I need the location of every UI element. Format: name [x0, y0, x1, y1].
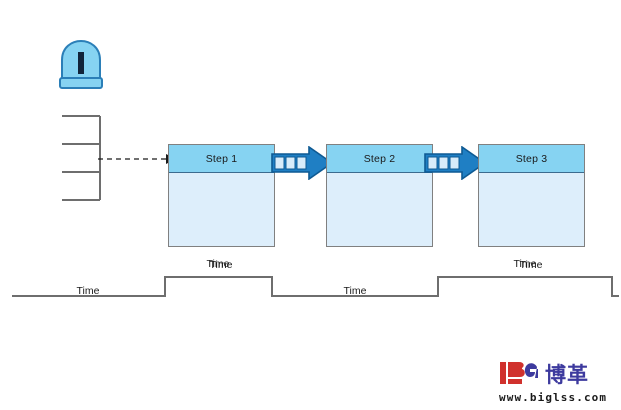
step-box-2-label: Step 2 [327, 145, 432, 173]
dashed-arrow-icon [98, 152, 178, 166]
brand-logo-row: 博革 [499, 362, 617, 389]
cycle-time-square-wave [0, 268, 621, 304]
step-box-1[interactable]: Step 1 [168, 144, 275, 247]
transfer-arrow-2 [424, 145, 487, 181]
transfer-arrow-1 [271, 145, 334, 181]
work-element-comb-bracket-icon [60, 114, 122, 202]
brand-watermark: 博革 www.biglss.com [499, 362, 617, 406]
operator-head-icon [58, 38, 104, 92]
step-box-2-body [327, 173, 432, 274]
step-box-3-caption: Time [519, 259, 543, 271]
brand-url: www.biglss.com [499, 391, 608, 404]
step-box-1-caption: Time [209, 259, 233, 271]
step-box-2[interactable]: Step 2 [326, 144, 433, 247]
step-box-1-label: Step 1 [169, 145, 274, 173]
timeline-label-1: Time [76, 285, 100, 297]
step-box-3[interactable]: Step 3 [478, 144, 585, 247]
biglss-logo-icon [499, 360, 539, 391]
step-box-3-label: Step 3 [479, 145, 584, 173]
timeline-label-3: Time [343, 285, 367, 297]
brand-name-cn: 博革 [545, 363, 589, 387]
timeline-label-2: Time [206, 258, 230, 270]
timeline-label-4: Time [513, 258, 537, 270]
